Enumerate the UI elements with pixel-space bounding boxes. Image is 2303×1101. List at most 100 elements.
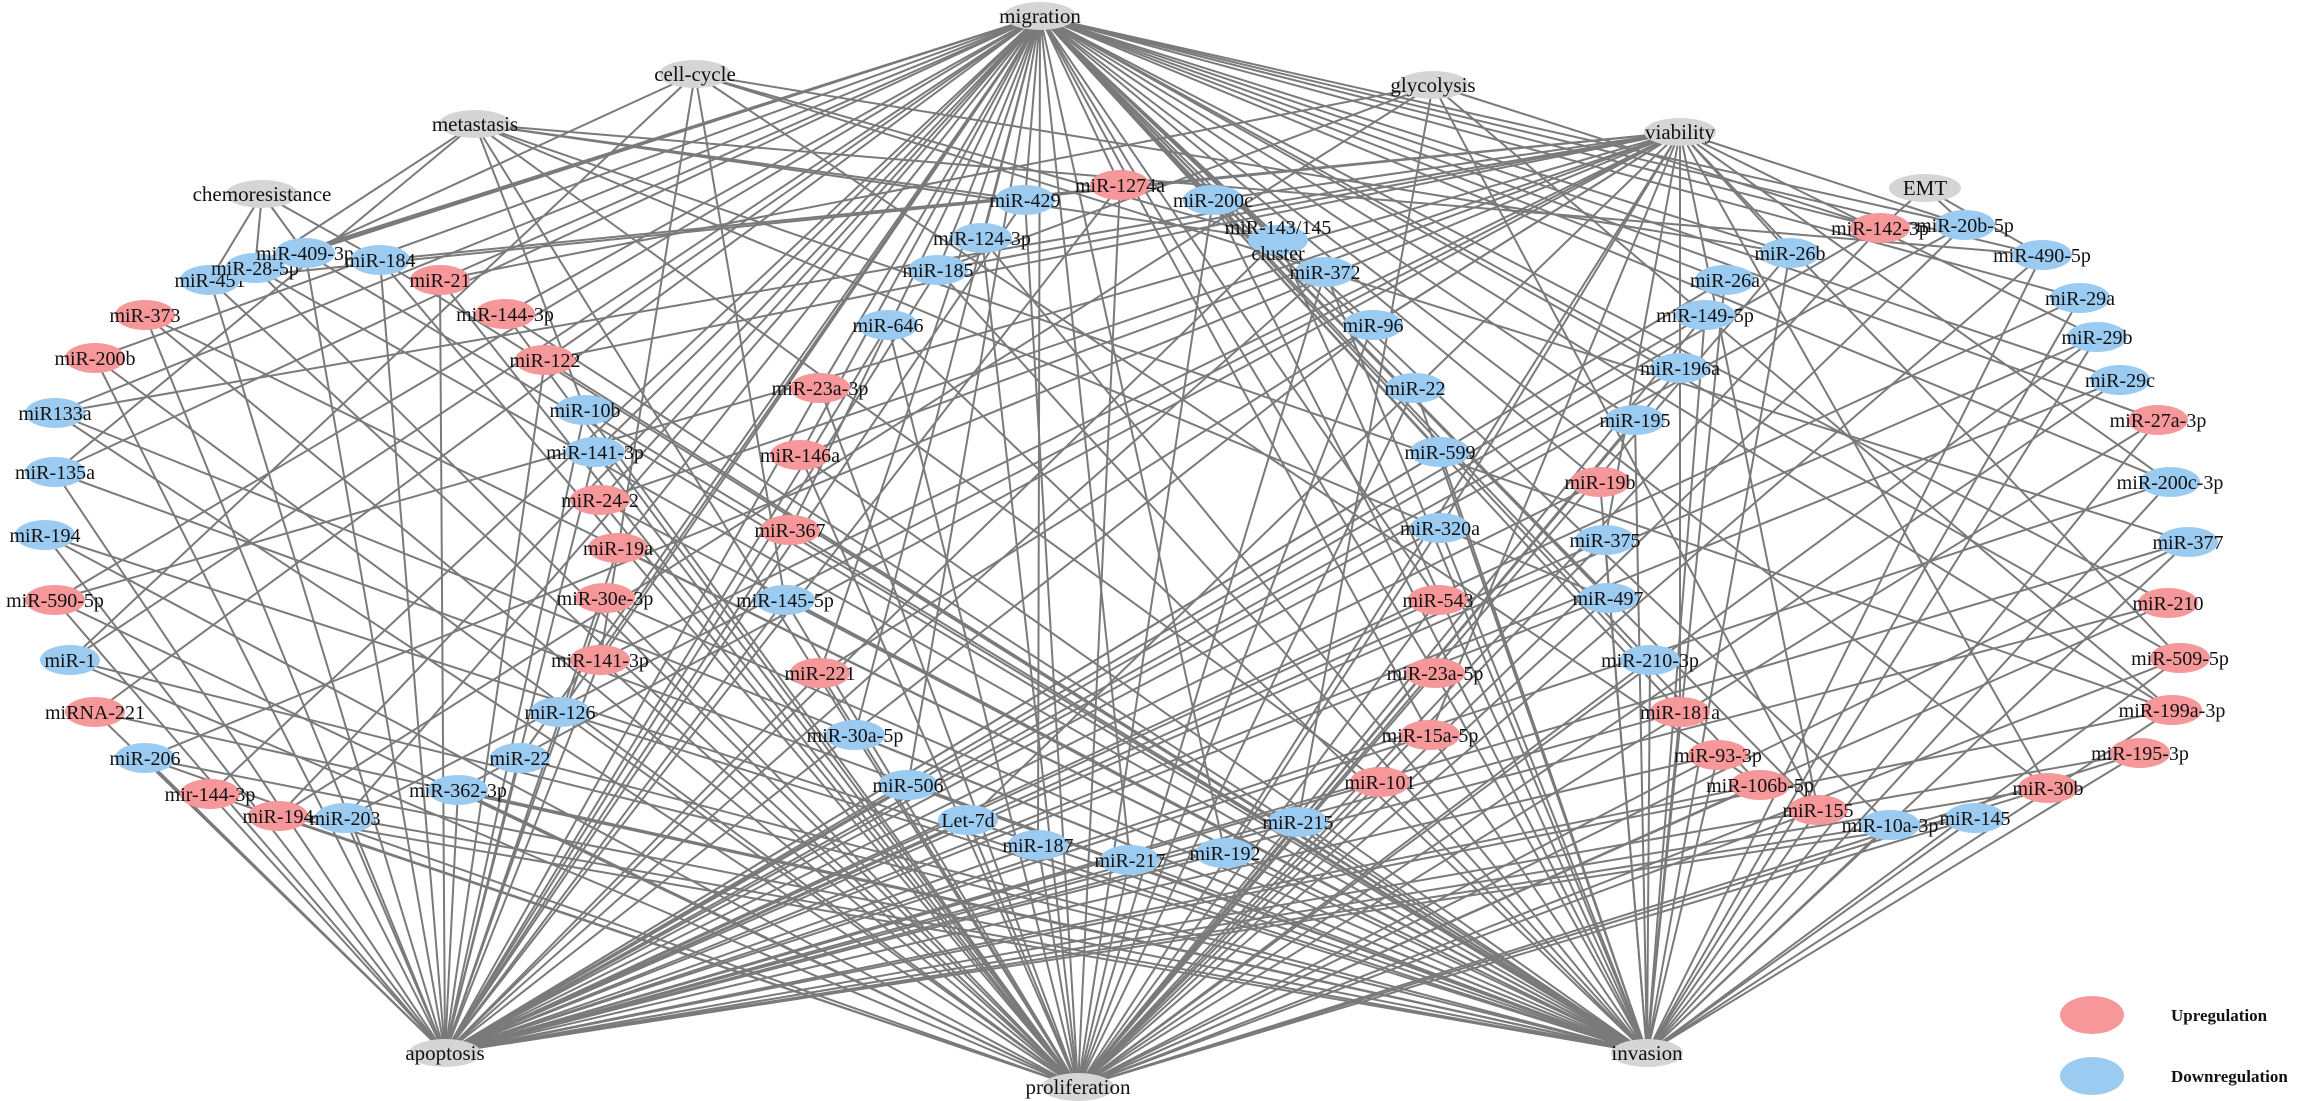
mirna-node-label: miR-21 [409,270,470,292]
downregulated-node-shape [995,185,1055,215]
edge [907,15,1041,786]
edge [444,367,1681,1054]
edge [544,131,1681,361]
mirna-node-label: miR-590-5p [6,590,104,612]
mirna-node-label: miR-145-5p [736,590,834,612]
mirna-node-mir-22: miR-22 [1384,373,1446,403]
edge [379,259,446,1054]
mirna-node-mir-93-3p: miR-93-3p [1674,740,1762,770]
edge [1039,15,2181,659]
edge [444,711,1681,1054]
mirna-node-label: miR-19a [583,538,653,560]
mirna-node-label: miR-210-3p [1601,650,1699,672]
mirna-node-label: mir-144-3p [165,784,256,806]
upregulated-node-shape [2128,405,2188,435]
mirna-node-mir-19a: miR-19a [583,533,653,563]
edge [1039,15,1891,826]
edge [444,379,2121,1054]
mirna-node-mir-362-3p: miR-362-3p [409,775,507,805]
mirna-node-mir-124-3p: miR-124-3p [933,223,1031,253]
mirna-node-mir-194: miR-194 [242,801,314,831]
edge [209,15,1041,795]
mirna-node-mir-221: miR-221 [784,658,856,688]
mirna-node-label: miR-29a [2045,288,2115,310]
mirna-node-label: miR-429 [989,190,1060,212]
edge [54,471,446,1054]
edge [1077,184,1121,1088]
mirna-node-mir-372: miR-372 [1289,257,1361,287]
hub-node-label: chemoresistance [193,182,332,206]
hub-node-viability: viability [1644,118,1716,146]
mirna-node-label: miR-200c [1173,190,1253,212]
mirna-node-label: miR-29b [2061,327,2132,349]
edge [1646,754,1719,1054]
edge [981,237,1648,1054]
edge [1077,224,1966,1088]
mirna-node-mir-373: miR-373 [109,300,181,330]
mirna-node-label: miR-187 [1002,835,1073,857]
edge [1039,15,2173,711]
mirna-node-mir-21: miR-21 [409,265,471,295]
mirna-node-label: miR-155 [1782,800,1853,822]
mirna-node-label: miR-194 [242,806,313,828]
edge [344,817,1648,1054]
edge [1679,131,2171,483]
mirna-node-label: miR-15a-5p [1382,725,1479,747]
mirna-node-mir-144-3p: mir-144-3p [165,779,256,809]
mirna-node-label: miR-26b [1754,243,1825,265]
edge [1039,15,2049,789]
mirna-node-label: miR-124-3p [933,228,1031,250]
edge [1039,15,1121,186]
hub-node-shape [1004,2,1076,30]
edge [1646,336,2098,1054]
downregulated-node-shape [1410,437,1470,467]
mirna-node-label: miR-135a [15,462,95,484]
mirna-node-mir-497: miR-497 [1572,583,1644,613]
upregulated-node-shape [1688,740,1748,770]
mirna-node-mir133a: miR133a [18,398,92,428]
edge [937,15,1041,271]
upregulated-node-shape [475,299,535,329]
edge [1646,314,1706,1054]
upregulated-node-shape [790,373,850,403]
edge [439,15,1041,281]
mirna-node-label: miR-96 [1342,315,1403,337]
mirna-node-mir-23a-3p: miR-23a-3p [772,373,868,403]
edge [444,324,1374,1054]
upregulated-node-shape [115,300,175,330]
upregulated-node-shape [2142,695,2202,725]
mirna-node-mir-210: miR-210 [2132,588,2204,618]
edge [304,252,1648,1054]
edge [594,451,1079,1088]
hub-node-label: invasion [1611,1041,1683,1065]
mirna-node-mir-22: miR-22 [489,743,551,773]
edge [444,297,2081,1054]
downregulated-node-shape [180,265,240,295]
mirna-node-label: miR-1 [44,650,95,672]
downregulated-node-shape [1295,257,1355,287]
mirna-node-mir-599: miR-599 [1404,437,1476,467]
upregulated-node-shape [2110,738,2170,768]
edge [967,819,1079,1088]
mirna-node-mir-200c-3p: miR-200c-3p [2117,467,2223,497]
mirna-node-label: miR-23a-5p [1387,663,1484,685]
edge [444,184,1121,1054]
downregulated-node-shape [40,645,100,675]
mirna-node-mir-196a: miR-196a [1640,353,1720,383]
mirna-node-label: miR-217 [1094,850,1165,872]
legend-downregulation-label: Downregulation [2171,1067,2288,1086]
edge [1646,809,1819,1054]
mirna-node-label: miR133a [18,403,91,425]
upregulated-node-shape [248,801,308,831]
edge [1646,541,2189,1054]
hub-node-label: apoptosis [405,1041,484,1065]
edge [69,659,1648,1054]
edge [444,359,546,1054]
downregulated-node-shape [2067,322,2127,352]
edge [54,123,476,473]
upregulated-node-shape [588,533,648,563]
edge [1039,15,2081,299]
edge [1129,859,1648,1054]
edge [1077,859,1131,1088]
mirna-node-label: miR-10a-3p [1842,815,1939,837]
